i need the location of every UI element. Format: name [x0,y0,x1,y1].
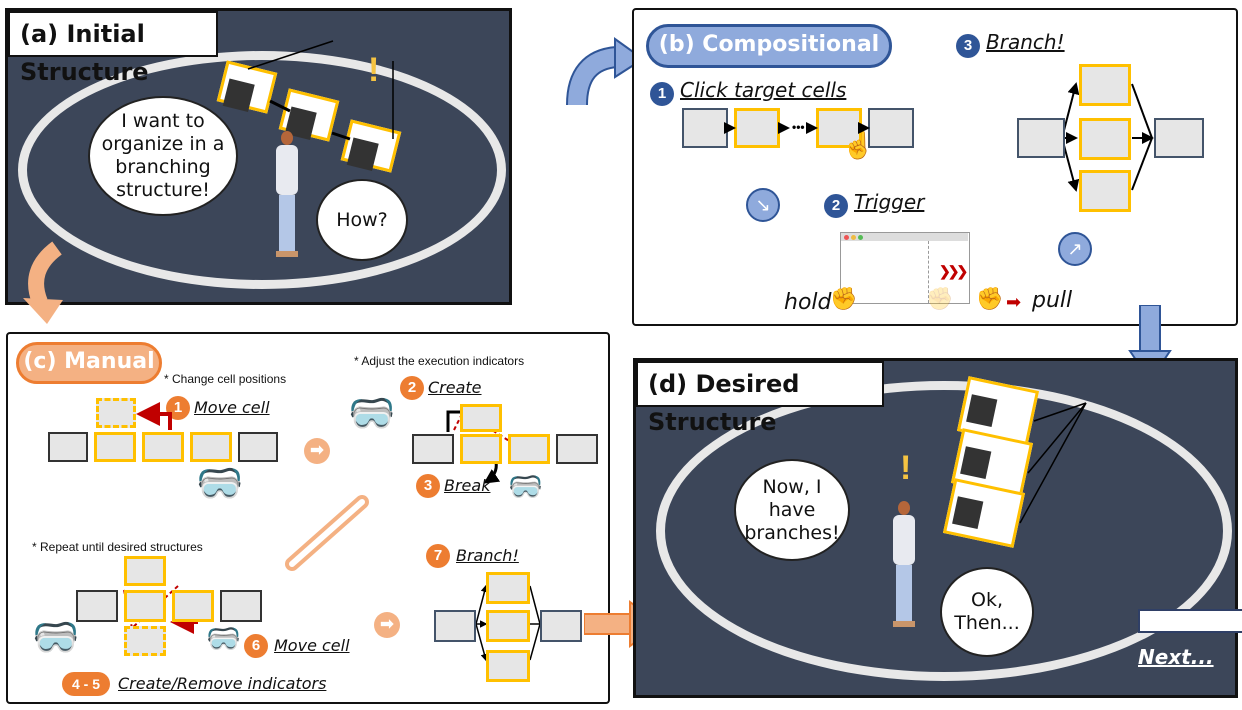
vr-user-icon: 🥽 [196,463,244,505]
cell-selected [460,434,502,464]
ellipsis: ••• [792,120,805,134]
panel-c-title: (c) Manual [16,342,162,384]
cell-branch [486,650,530,682]
arrow-up-right-icon: ↗ [1058,232,1092,266]
user-avatar [890,501,920,631]
speech-bubble-right: Ok, Then... [940,567,1034,657]
step-label-branch: Branch! [986,30,1065,54]
step-label-move-cell-2: Move cell [274,636,350,655]
panel-b-title: (b) Compositional [646,24,892,68]
cell [1154,118,1204,158]
vr-user-icon: 🥽 [32,617,80,659]
step-number: 3 [416,474,440,498]
cell [48,432,88,462]
flow-arrow-a-to-b [566,37,645,106]
speech-bubble-left: I want to organize in a branching struct… [88,96,238,216]
speech-bubble-left: Now, I have branches! [734,459,850,561]
step-label-move-cell: Move cell [194,398,270,417]
red-arrow-right-icon: ➡ [1006,292,1022,312]
note-repeat: * Repeat until desired structures [32,540,203,554]
bubble-text: Ok, Then... [954,589,1020,634]
bubble-text: I want to organize in a branching struct… [101,110,225,201]
arrow-right-icon: ➡ [374,612,400,638]
exclamation-mark: ! [368,51,380,89]
cell-selected [190,432,232,462]
arrow-right-icon: ➡ [304,438,330,464]
cell [76,590,118,622]
cell [868,108,914,148]
panel-compositional: (b) Compositional 1 Click target cells •… [632,8,1238,326]
cell-branch [1079,170,1131,212]
step-label-branch: Branch! [456,546,519,565]
cell-selected [94,432,136,462]
cell-ring [18,51,506,289]
step-number: 6 [244,634,268,658]
cell [556,434,598,464]
execution-links [247,40,394,141]
cell [238,432,278,462]
cell-selected [124,556,166,586]
step-number: 3 [956,34,980,58]
note-adjust-indicators: * Adjust the execution indicators [354,354,525,368]
cell-selected [142,432,184,462]
bubble-text: How? [336,209,388,231]
step-label-create-remove-indicators: Create/Remove indicators [118,674,327,693]
bubble-text: Now, I have branches! [744,475,840,544]
panel-desired-structure: (d) Desired Structure ! Now, I have bran… [633,358,1242,698]
cell [220,590,262,622]
next-banner [1138,609,1242,633]
vr-user-icon: 🥽 [348,393,396,435]
fist-ghost-icon: ✊ [926,286,954,311]
browser-window[interactable]: ❯❯❯ [840,232,970,304]
cell [1017,118,1065,158]
step-label-break: Break [444,476,491,495]
cell-ghost [96,398,136,428]
step-number: 4 - 5 [62,672,111,696]
panel-initial-structure: (a) Initial Structure ! I want to organi… [5,8,512,305]
cell-ring [656,381,1232,681]
cell-branch [1079,64,1131,106]
flow-arrow-a-to-c [23,241,63,324]
cell-selected [460,404,502,432]
fist-icon: ✊ [830,286,858,311]
cell-selected [172,590,214,622]
pull-chevrons: ❯❯❯ [939,263,968,279]
step-number: 7 [426,544,450,568]
vr-user-icon: 🥽 [508,471,543,502]
step-label-create: Create [428,378,482,397]
cell-branch [1079,118,1131,160]
panel-d-title: (d) Desired Structure [636,361,884,436]
cell [434,610,476,642]
cell-branch [486,572,530,604]
speech-bubble-right: How? [316,179,408,261]
step-number: 1 [650,82,674,106]
next-link[interactable]: Next... [1138,645,1214,669]
cell [412,434,454,464]
vr-user-icon: 🥽 [206,623,241,654]
step-number: 2 [824,194,848,218]
step-label-click-target-cells: Click target cells [680,78,847,102]
step-label-trigger: Trigger [854,190,925,214]
tap-hand-icon: ☝ [842,130,875,160]
hold-label: hold [784,290,832,315]
note-change-positions: * Change cell positions [164,372,287,386]
cell-selected [124,590,166,622]
cell [682,108,728,148]
arrow-down-right-icon: ↘ [746,188,780,222]
cell-ghost [124,626,166,656]
execution-links [1019,402,1087,524]
exclamation-mark: ! [900,449,912,487]
fist-icon: ✊ [976,286,1004,311]
step-number: 2 [400,376,424,400]
user-avatar [273,131,303,261]
cell-selected [508,434,550,464]
panel-a-title: (a) Initial Structure [8,11,218,86]
cell [540,610,582,642]
pull-label: pull [1032,288,1073,313]
cell-branch [486,610,530,642]
repeat-arrow [285,495,369,571]
panel-manual: (c) Manual * Change cell positions * Adj… [6,332,610,704]
